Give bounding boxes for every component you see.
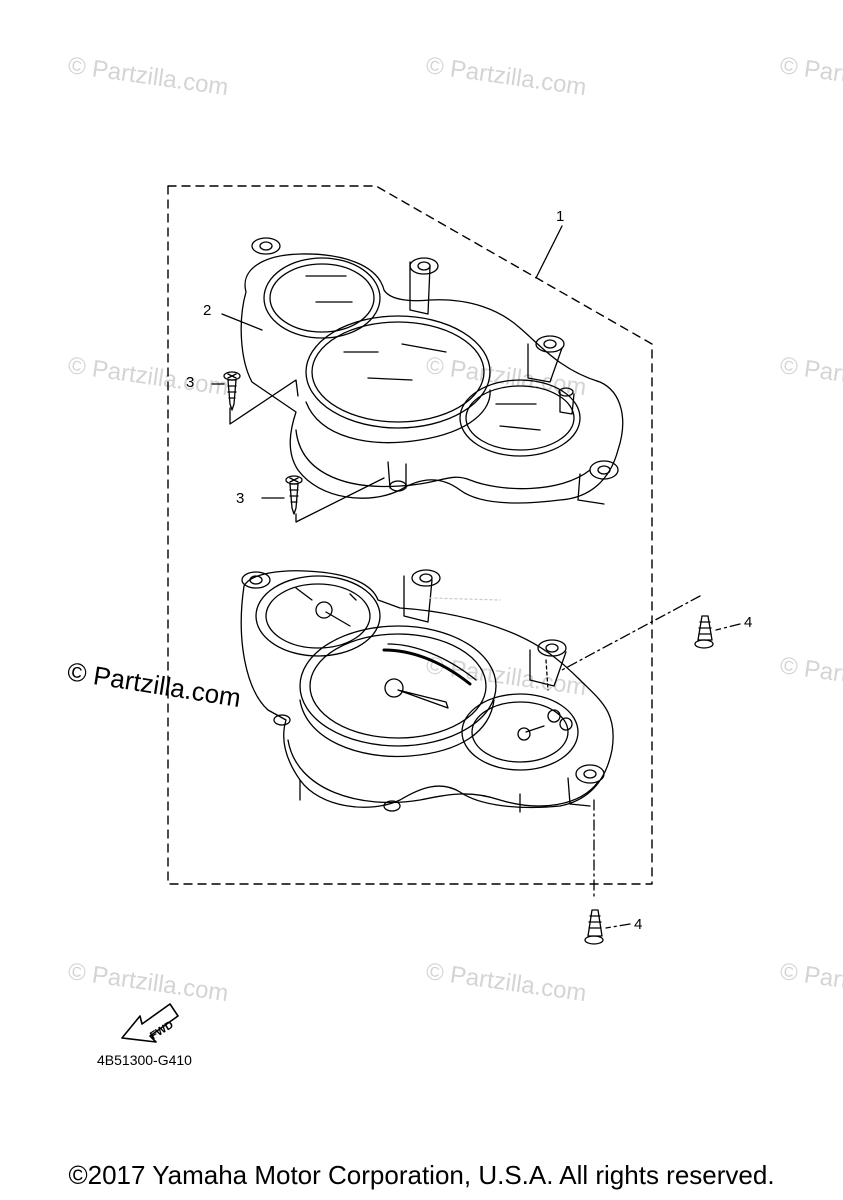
callout-2: 2 [203,302,212,319]
diagram-code: 4B51300-G410 [97,1052,192,1068]
callout-4: 4 [744,614,753,631]
fwd-arrow-label: FWD [148,1019,176,1042]
callout-1: 1 [556,208,565,225]
screw-upper-left [223,371,241,411]
fwd-arrow-icon [121,1003,179,1043]
screw-right [694,615,714,649]
leader-3a [211,379,299,425]
callout-3: 3 [186,374,195,391]
meter-case-upper [240,237,624,505]
callout-4: 4 [634,916,643,933]
leader-3b [261,477,385,523]
callout-3: 3 [236,490,245,507]
leader-2 [221,313,263,331]
screw-upper-center [285,475,303,515]
leader-1 [535,225,563,279]
meter-assembly-lower [240,569,614,813]
screw-bottom [584,909,604,945]
assembly-boundary [167,185,653,885]
copyright-footer: ©2017 Yamaha Motor Corporation, U.S.A. A… [68,1160,775,1190]
leader-lower-center [429,597,501,601]
leader-4a [561,595,741,671]
leader-4b [593,799,631,929]
